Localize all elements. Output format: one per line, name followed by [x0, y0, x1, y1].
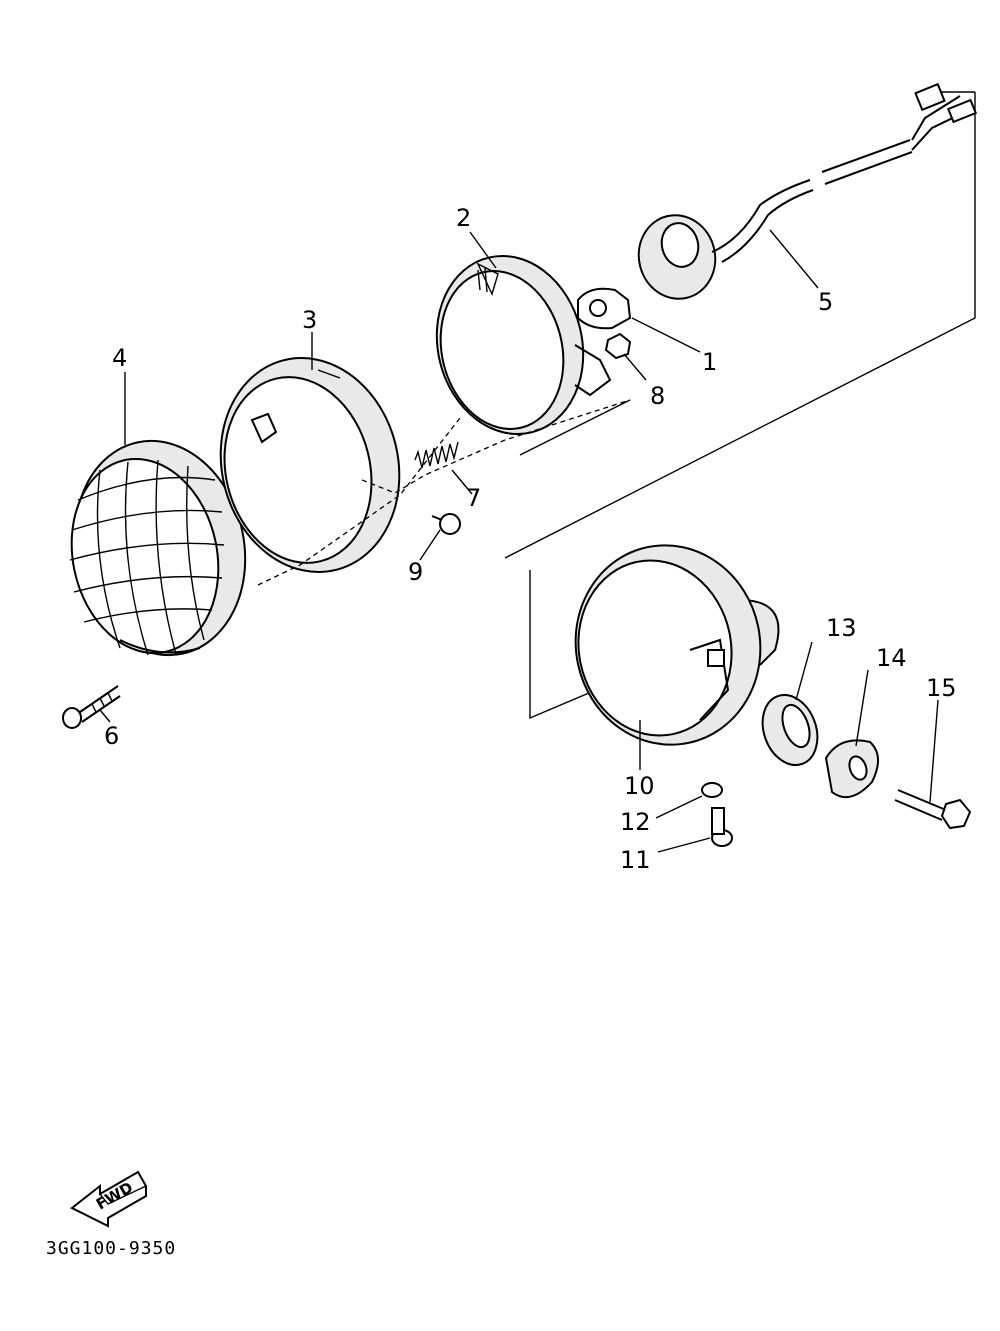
- part-label-2: 2: [456, 204, 471, 232]
- washer-12: [701, 782, 723, 798]
- screw-11: [711, 807, 733, 847]
- bulb: [577, 287, 632, 330]
- grommet: [761, 694, 819, 766]
- part-label-5: 5: [818, 288, 833, 316]
- spring: [414, 441, 459, 469]
- part-label-12: 12: [620, 808, 651, 836]
- part-label-8: 8: [650, 382, 665, 410]
- alignment-lines: [257, 399, 631, 586]
- part-label-3: 3: [302, 306, 317, 334]
- screw-9: [431, 513, 461, 535]
- part-label-11: 11: [620, 846, 651, 874]
- part-label-14: 14: [876, 644, 907, 672]
- part-labels: 1 2 3 4 5 6 7 8 9 10 11 12 13 14 15: [104, 204, 957, 874]
- leader-lines: [99, 229, 939, 853]
- part-label-9: 9: [408, 558, 423, 586]
- bolt-15: [894, 789, 972, 830]
- headlight-guard: [69, 439, 247, 657]
- damper: [824, 739, 879, 799]
- drawing-code: 3GG100-9350: [46, 1238, 176, 1259]
- part-label-6: 6: [104, 722, 119, 750]
- headlight-body: [574, 544, 780, 746]
- part-label-1: 1: [702, 348, 717, 376]
- headlight-rim: [219, 357, 401, 573]
- socket-wiring-harness: [637, 82, 978, 300]
- sealed-beam-lens-unit: [435, 254, 612, 436]
- part-label-13: 13: [826, 614, 857, 642]
- part-label-15: 15: [926, 674, 957, 702]
- nut: [604, 332, 632, 360]
- bolt-6: [62, 685, 121, 729]
- part-label-7: 7: [466, 484, 481, 512]
- part-label-10: 10: [624, 772, 655, 800]
- part-label-4: 4: [112, 344, 127, 372]
- fwd-arrow-icon: FWD: [70, 1170, 147, 1228]
